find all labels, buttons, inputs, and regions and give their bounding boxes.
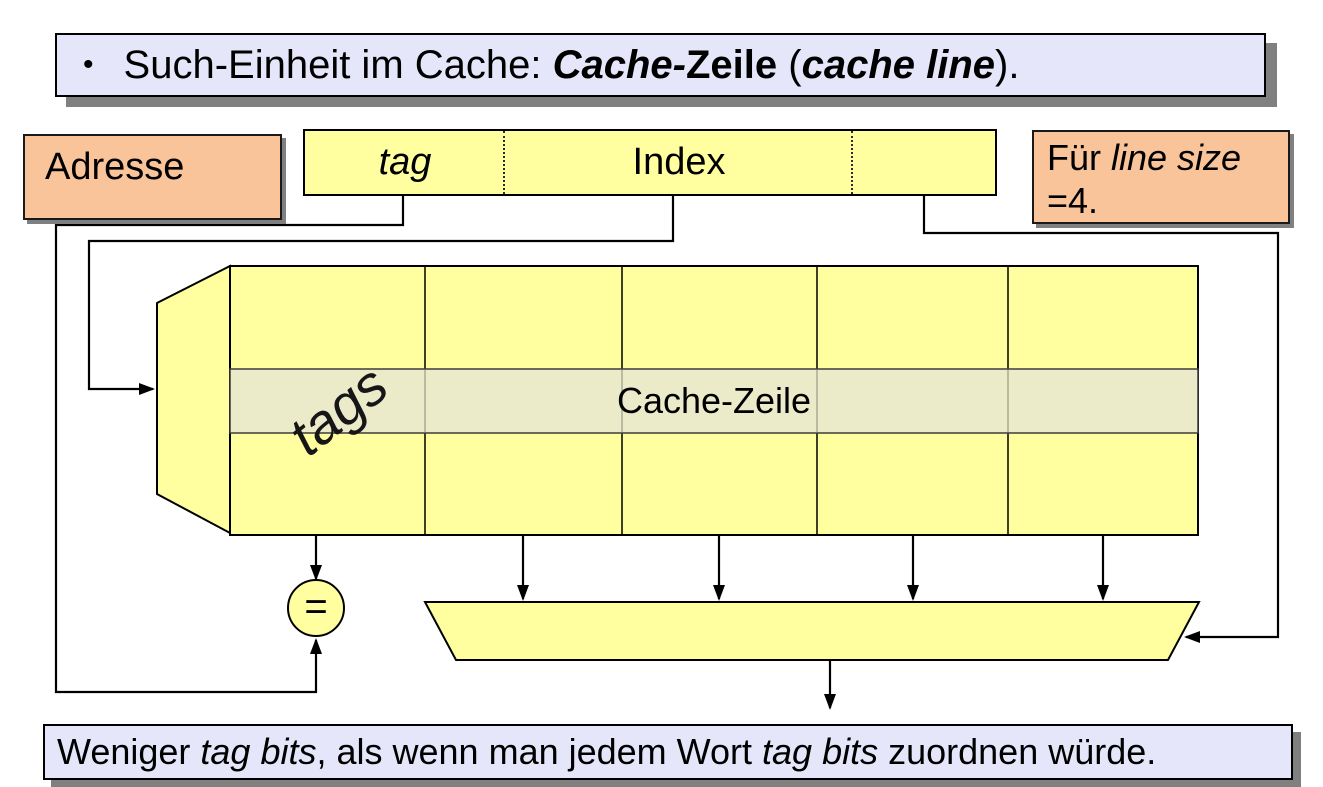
address-field: tag Index [303,129,997,196]
note-line2: =4. [1047,180,1099,221]
cache-line-row-highlight [229,368,1199,434]
address-tag-section: tag [305,131,505,194]
title-run: Zeile [686,42,778,87]
address-index-section: Index [505,131,853,194]
mux-shape [423,601,1201,661]
address-label-box: Adresse [23,134,282,220]
index-label: Index [632,141,726,183]
bottom-run: , als wenn man jedem Wort [316,731,763,772]
bottom-run: zuordnen würde. [878,731,1157,772]
bottom-run: Weniger [57,731,201,772]
tag-compare-wire [54,196,405,694]
tag-label: tag [378,141,432,183]
field-divider [851,131,853,194]
cache-line-label: Cache-Zeile [616,380,812,421]
note-run: Für [1047,137,1112,178]
comparator-circle [287,579,345,637]
title-run: ( [777,42,802,87]
bottom-text: Weniger tag bits, als wenn man jedem Wor… [57,731,1156,773]
comparator-label: = [304,584,328,629]
note-run: line size [1111,137,1242,178]
bottom-banner: Weniger tag bits, als wenn man jedem Wor… [43,724,1293,780]
bottom-run: tag bits [200,731,317,772]
title-run: Cache- [552,42,686,87]
bullet-icon: • [83,48,94,81]
title-run: Such-Einheit im Cache: [123,42,553,87]
tags-funnel-shape [156,264,231,535]
cache-line-label-wrap: Cache-Zeile [230,371,1198,431]
index-select-wire [87,196,675,395]
title-run: cache line [801,42,996,87]
bottom-run: tag bits [762,731,879,772]
title-text: Such-Einheit im Cache: Cache-Zeile (cach… [124,43,1020,88]
title-banner: • Such-Einheit im Cache: Cache-Zeile (ca… [55,33,1266,97]
address-label: Adresse [45,146,185,188]
title-run: ). [995,42,1020,87]
line-size-note-box: Für line size =4. [1032,130,1290,224]
word-select-wire [922,196,1280,643]
field-divider [503,131,505,194]
note-line1: Für line size [1047,136,1288,179]
address-offset-section [853,131,999,194]
